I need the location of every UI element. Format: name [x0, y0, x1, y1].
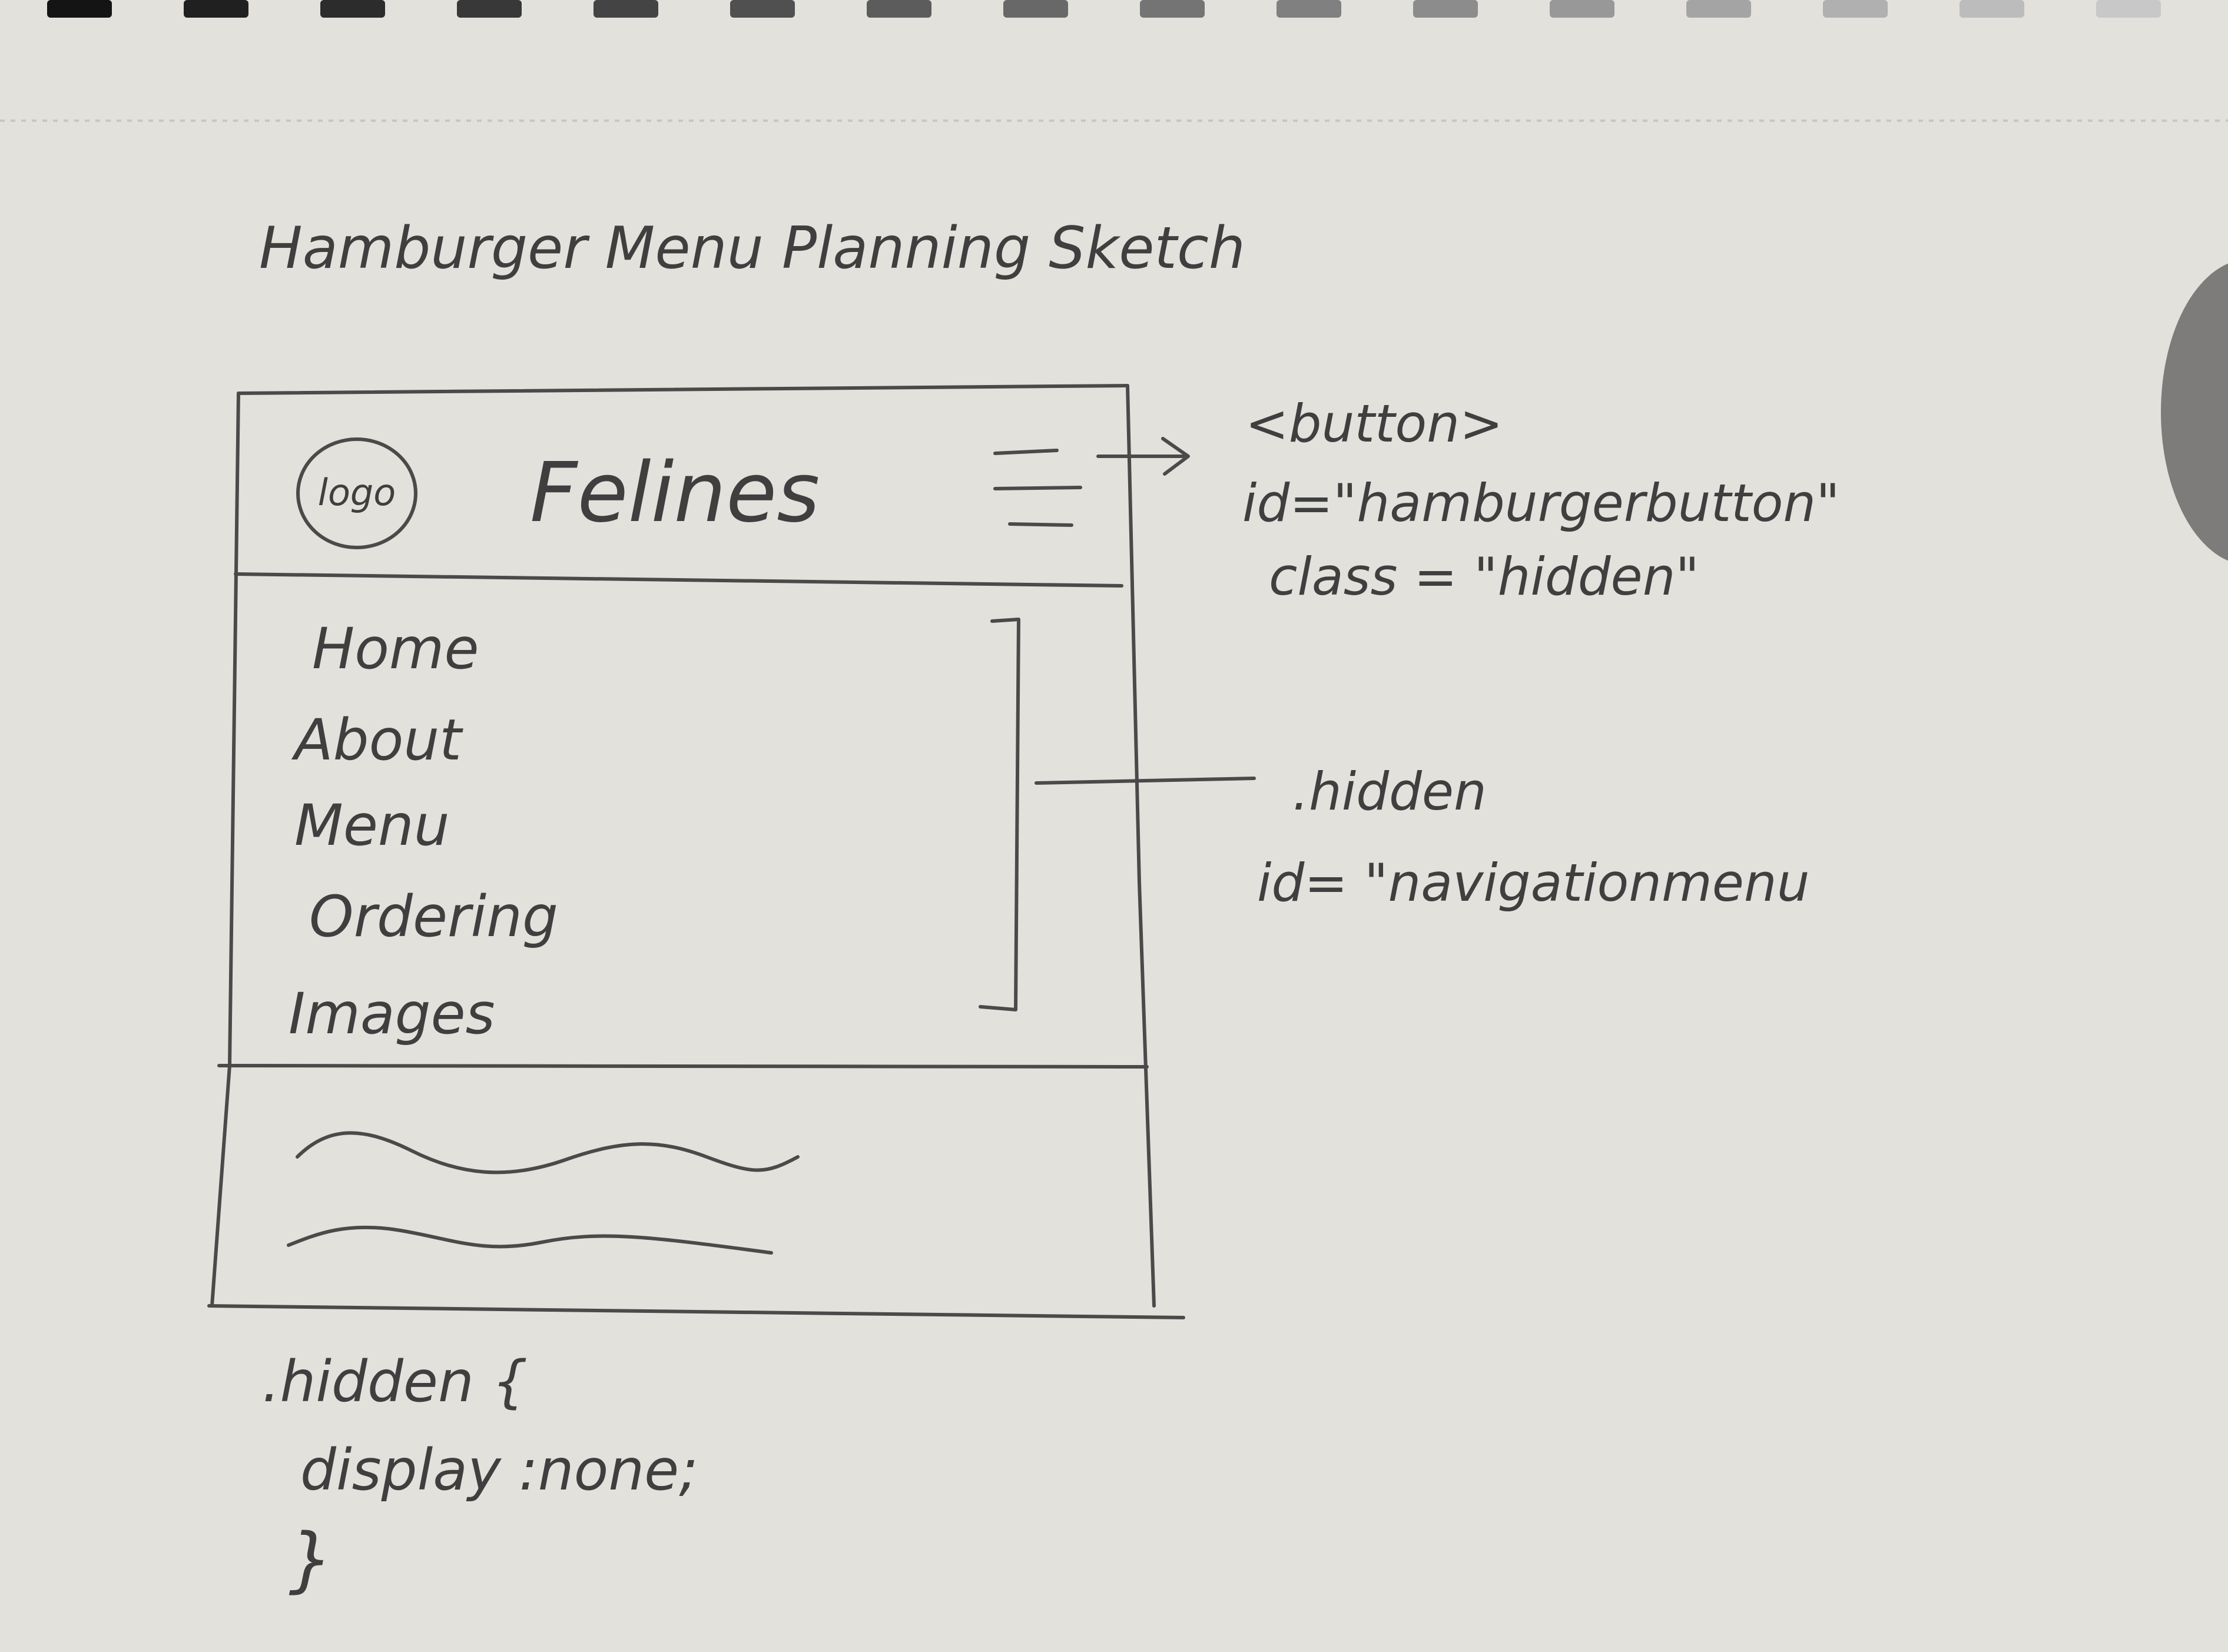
button-pointer-arrow — [1096, 437, 1190, 476]
annotation-menu-id: id= "navigationmenu — [1257, 852, 1809, 913]
binding-tab — [1686, 0, 1751, 18]
annotation-button-id: id="hamburgerbutton" — [1242, 473, 1840, 533]
binding-tab — [457, 0, 522, 18]
binding-tab — [1277, 0, 1341, 18]
binding-tab — [1413, 0, 1478, 18]
nav-item-menu[interactable]: Menu — [294, 792, 450, 858]
hamburger-icon[interactable] — [993, 449, 1082, 527]
binding-tab — [1140, 0, 1205, 18]
binding-tab — [730, 0, 795, 18]
nav-item-ordering[interactable]: Ordering — [309, 884, 558, 950]
binding-tab — [320, 0, 385, 18]
sketch-title: Hamburger Menu Planning Sketch — [259, 215, 1245, 282]
notebook-binding — [47, 0, 2161, 18]
css-declaration: display :none; — [300, 1437, 698, 1503]
footer-divider — [217, 1064, 1149, 1069]
wireframe-frame — [207, 384, 1185, 1319]
binding-tab — [867, 0, 931, 18]
binding-tab — [184, 0, 248, 18]
logo-placeholder: logo — [296, 437, 417, 549]
footer-placeholder-text — [287, 1131, 800, 1255]
nav-item-home[interactable]: Home — [312, 616, 479, 682]
nav-connector-line — [1035, 777, 1256, 785]
css-selector: .hidden { — [262, 1349, 528, 1415]
annotation-menu-class: .hidden — [1292, 761, 1487, 822]
binding-tab — [594, 0, 658, 18]
binding-tab — [1960, 0, 2024, 18]
binding-tab — [1823, 0, 1888, 18]
binding-tab — [47, 0, 112, 18]
nav-item-about[interactable]: About — [291, 707, 463, 773]
nav-bracket — [979, 618, 1256, 1011]
binding-tab — [1550, 0, 1614, 18]
brand-name: Felines — [530, 445, 820, 541]
nav-item-images[interactable]: Images — [289, 981, 495, 1047]
binding-tab — [1003, 0, 1068, 18]
annotation-button-tag: <button> — [1245, 393, 1503, 454]
logo-label: logo — [318, 471, 396, 514]
annotation-button-class: class = "hidden" — [1269, 546, 1699, 607]
photo-shadow — [2161, 263, 2228, 561]
header-divider — [234, 572, 1123, 588]
css-close-brace: } — [289, 1519, 333, 1601]
binding-tab — [2096, 0, 2161, 18]
